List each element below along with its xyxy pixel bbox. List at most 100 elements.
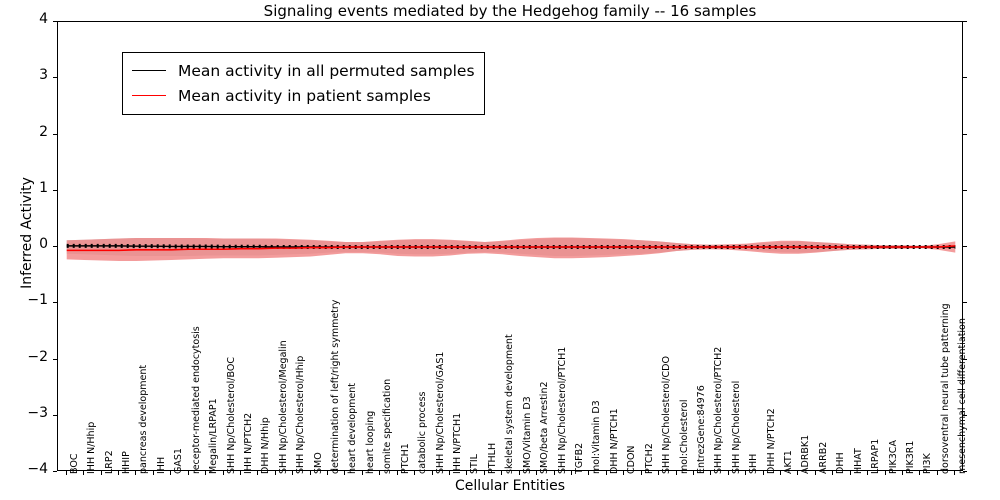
y-tick-mark <box>53 246 57 247</box>
x-tick-mark <box>884 471 886 475</box>
x-tick-mark <box>292 471 294 475</box>
y-tick-label: 2 <box>39 123 48 140</box>
x-tick-label: mesenchymal cell differentiation <box>957 318 969 474</box>
y-tick-mark <box>53 21 57 22</box>
x-tick-label: ADRBK1 <box>800 434 812 474</box>
x-tick-label: HHAT <box>852 448 864 474</box>
y-tick-label: −4 <box>27 461 48 477</box>
x-tick-label: skeletal system development <box>504 334 516 474</box>
x-tick-label: mol:Cholesterol <box>678 399 690 474</box>
x-tick-label: Megalin/LRPAP1 <box>208 398 220 474</box>
y-tick-mark-right <box>963 189 967 191</box>
y-tick-label: 1 <box>39 179 48 196</box>
y-tick-mark-right <box>963 358 967 360</box>
y-tick-mark-right <box>963 414 967 416</box>
x-tick-mark <box>414 471 416 475</box>
x-tick-label: STIL <box>469 454 481 474</box>
x-tick-label: IHH <box>155 456 167 474</box>
x-tick-mark <box>902 471 904 475</box>
x-tick-label: SHH Np/Cholesterol/PTCH1 <box>556 346 568 474</box>
x-tick-mark <box>954 471 956 475</box>
x-tick-label: DHH N/PTCH1 <box>608 408 620 474</box>
x-tick-label: SHH Np/Cholesterol/BOC <box>225 357 237 474</box>
y-tick-mark <box>53 358 57 360</box>
x-tick-label: SHH Np/Cholesterol/Megalin <box>277 340 289 474</box>
y-tick-mark <box>53 471 57 472</box>
x-tick-label: heart development <box>347 382 359 474</box>
x-tick-label: LRPAP1 <box>870 438 882 474</box>
x-tick-mark <box>518 471 520 475</box>
x-tick-label: PIK3R1 <box>905 440 917 474</box>
x-tick-label: SMO/Vitamin D3 <box>521 396 533 474</box>
x-tick-label: SHH Np/Cholesterol <box>730 380 742 474</box>
x-tick-label: SHH Np/Cholesterol/Hhip <box>295 355 307 474</box>
legend-swatch-patient <box>132 95 166 96</box>
x-tick-label: PTCH1 <box>399 443 411 474</box>
x-tick-mark <box>117 471 119 475</box>
x-tick-mark <box>309 471 311 475</box>
x-tick-mark <box>675 471 677 475</box>
x-tick-mark <box>780 471 782 475</box>
x-tick-mark <box>867 471 869 475</box>
x-tick-mark <box>100 471 102 475</box>
legend-label-permuted: Mean activity in all permuted samples <box>178 61 475 80</box>
x-tick-label: heart looping <box>364 410 376 474</box>
y-tick-mark <box>53 302 57 304</box>
x-tick-label: dorsoventral neural tube patterning <box>939 303 951 474</box>
x-tick-label: DHH N/Hhip <box>260 417 272 474</box>
x-tick-mark <box>152 471 154 475</box>
x-tick-mark <box>623 471 625 475</box>
x-tick-mark <box>361 471 363 475</box>
y-tick-mark <box>53 189 57 191</box>
patient-mean-line <box>66 245 956 252</box>
y-tick-label: 3 <box>39 67 48 84</box>
y-tick-mark-right <box>963 133 967 135</box>
x-tick-mark <box>483 471 485 475</box>
x-tick-label: pancreas development <box>138 364 150 474</box>
x-tick-mark <box>327 471 329 475</box>
x-tick-label: HHIP <box>120 451 132 474</box>
y-tick-label: 4 <box>39 11 48 27</box>
y-tick-mark-right <box>963 77 967 79</box>
x-tick-mark <box>553 471 555 475</box>
chart-title: Signaling events mediated by the Hedgeho… <box>263 2 757 20</box>
legend-swatch-permuted <box>132 70 166 71</box>
x-tick-label: IHH N/PTCH2 <box>242 412 254 474</box>
x-tick-label: EntrezGene:84976 <box>695 385 707 474</box>
x-tick-label: DHH <box>835 452 847 474</box>
y-tick-mark <box>53 414 57 416</box>
x-tick-mark <box>257 471 259 475</box>
x-tick-mark <box>205 471 207 475</box>
x-tick-label: SHH Np/Cholesterol/GAS1 <box>434 351 446 474</box>
legend-item-patient: Mean activity in patient samples <box>132 83 475 108</box>
x-tick-label: PI3K <box>922 453 934 474</box>
x-axis-title: Cellular Entities <box>454 478 566 494</box>
x-tick-mark <box>135 471 137 475</box>
x-tick-label: BOC <box>68 453 80 474</box>
x-tick-mark <box>379 471 381 475</box>
x-tick-label: GAS1 <box>173 448 185 474</box>
y-tick-label: −2 <box>27 348 48 365</box>
patient-confidence-band <box>66 237 956 262</box>
y-tick-label: −3 <box>27 404 48 421</box>
x-tick-mark <box>727 471 729 475</box>
x-tick-label: CDON <box>626 445 638 474</box>
x-tick-mark <box>762 471 764 475</box>
x-tick-label: LRP2 <box>103 450 115 474</box>
x-tick-mark <box>396 471 398 475</box>
y-tick-mark <box>53 133 57 135</box>
x-tick-label: PTHLH <box>486 442 498 474</box>
y-tick-mark-right <box>963 471 967 472</box>
x-tick-mark <box>832 471 834 475</box>
x-tick-label: catabolic process <box>417 391 429 474</box>
x-tick-label: TGFB2 <box>573 442 585 474</box>
x-tick-mark <box>239 471 241 475</box>
x-tick-mark <box>449 471 451 475</box>
x-tick-label: somite specification <box>382 378 394 474</box>
x-tick-mark <box>431 471 433 475</box>
x-tick-label: PTCH2 <box>643 443 655 474</box>
x-tick-mark <box>187 471 189 475</box>
x-tick-label: mol:Vitamin D3 <box>591 400 603 474</box>
x-tick-mark <box>849 471 851 475</box>
x-tick-mark <box>797 471 799 475</box>
